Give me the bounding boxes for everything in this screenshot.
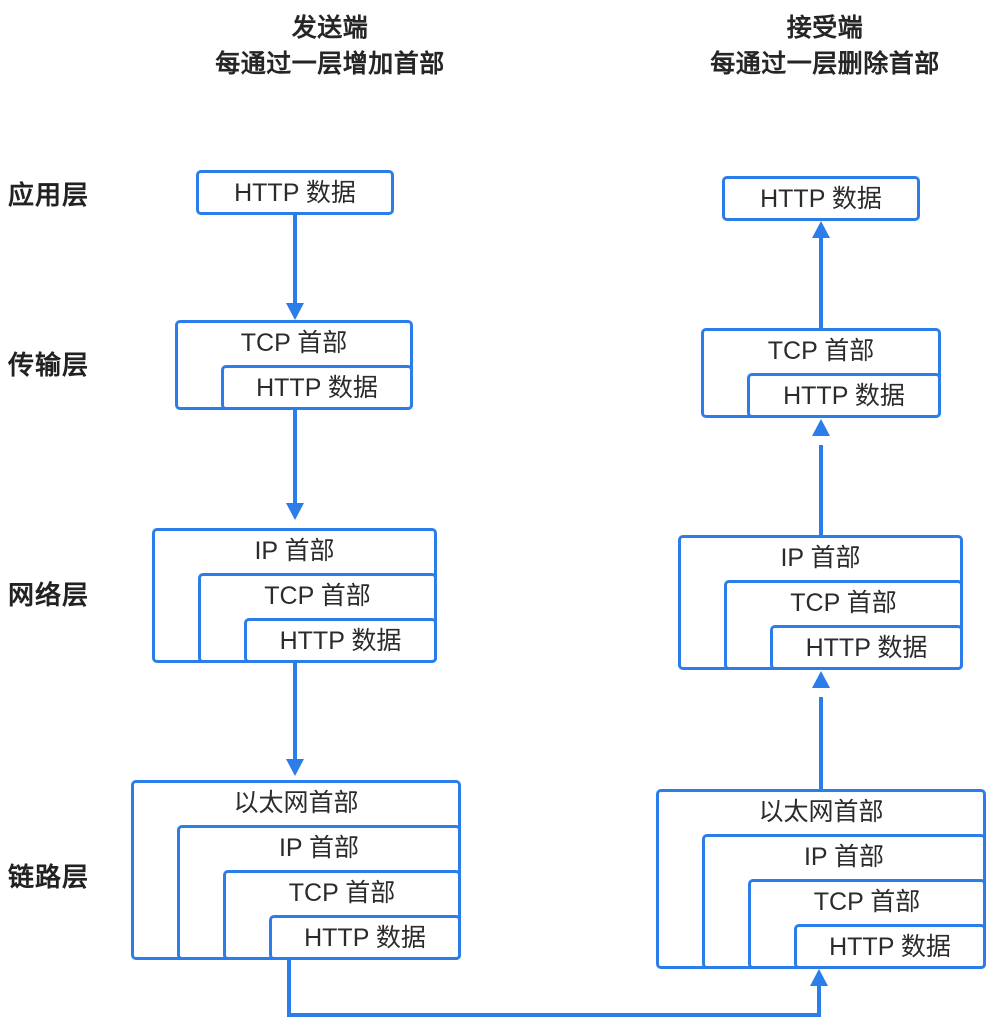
layer-label-transport: 传输层 [8, 350, 90, 380]
sender-arrow-network-to-link-line [293, 663, 297, 761]
sender-arrow-transport-to-network-line [293, 410, 297, 505]
receiver-arrow-network-to-transport-head [812, 419, 830, 436]
receiver-column-header: 接受端 每通过一层删除首部 [660, 10, 990, 82]
receiver-transport-payload [747, 373, 941, 418]
receiver-subtitle: 每通过一层删除首部 [710, 50, 940, 78]
sender-arrow-application-to-transport-line [293, 215, 297, 305]
sender-title: 发送端 [291, 14, 369, 42]
receiver-arrow-transport-to-application-head [812, 221, 830, 238]
bottom-connector-down-segment [287, 960, 291, 1017]
sender-link-payload [269, 915, 461, 960]
sender-column-header: 发送端 每通过一层增加首部 [170, 10, 490, 82]
receiver-network-payload [770, 625, 963, 670]
receiver-arrow-transport-to-application-line [819, 238, 823, 328]
receiver-application-packet [722, 176, 920, 221]
bottom-connector-up-segment [817, 986, 821, 1017]
sender-arrow-transport-to-network-head [286, 503, 304, 520]
receiver-title: 接受端 [786, 14, 864, 42]
bottom-connector-arrow-head [810, 969, 828, 986]
receiver-arrow-link-to-network-head [812, 671, 830, 688]
layer-label-application: 应用层 [8, 180, 90, 210]
layer-label-link: 链路层 [8, 862, 90, 892]
receiver-arrow-link-to-network-line [819, 697, 823, 789]
receiver-link-payload [794, 924, 986, 969]
bottom-connector-horizontal-segment [287, 1013, 821, 1017]
sender-network-payload [244, 618, 437, 663]
layer-label-network: 网络层 [8, 580, 90, 610]
sender-transport-payload [221, 365, 413, 410]
sender-arrow-application-to-transport-head [286, 303, 304, 320]
sender-application-packet [196, 170, 394, 215]
receiver-arrow-network-to-transport-line [819, 445, 823, 535]
sender-subtitle: 每通过一层增加首部 [215, 50, 445, 78]
sender-arrow-network-to-link-head [286, 759, 304, 776]
